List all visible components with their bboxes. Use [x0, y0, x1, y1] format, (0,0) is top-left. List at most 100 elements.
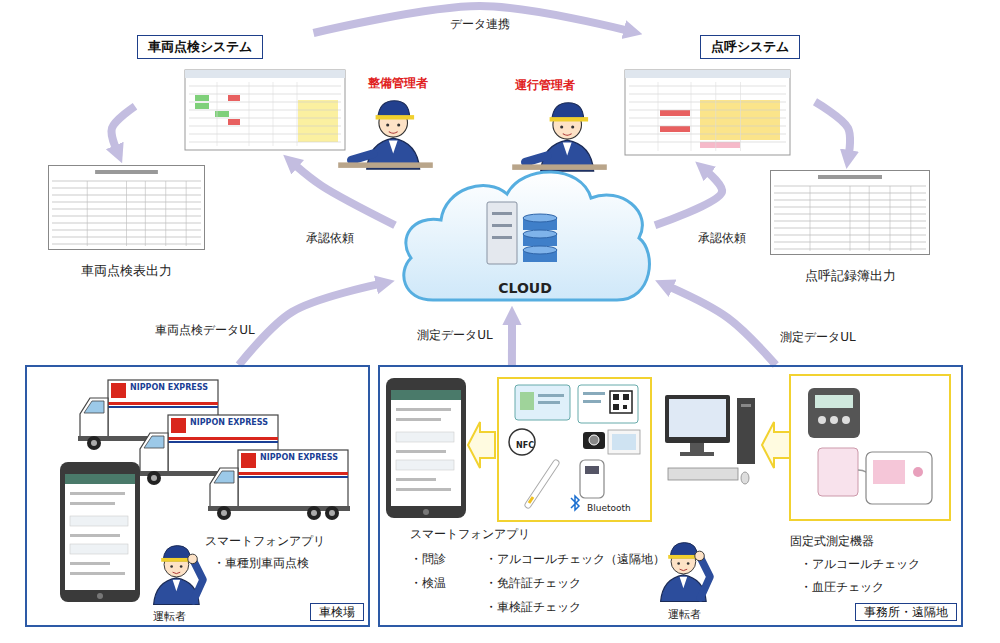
- device-icons: [509, 385, 640, 510]
- feature-item: ・検温: [410, 576, 446, 590]
- icon-label: NFC: [516, 441, 534, 451]
- yellow-arrow: [762, 422, 790, 468]
- feature-item: ・車種別車両点検: [213, 556, 309, 570]
- driver-figure: [661, 543, 710, 602]
- report-sheet: [810, 186, 811, 251]
- device-icons: [538, 401, 560, 404]
- cloud-shape: CLOUD: [395, 160, 655, 305]
- device-icons: [520, 392, 534, 410]
- smartphone: [386, 378, 466, 518]
- server-icon: [487, 202, 517, 264]
- screen-capture: [740, 82, 741, 151]
- screen-capture: [228, 95, 240, 101]
- report-document: 車両点検表出力: [48, 165, 205, 250]
- device-icons: [612, 434, 636, 450]
- measuring-devices: [808, 388, 860, 438]
- screen-capture: [249, 82, 250, 146]
- screen-capture: [625, 70, 790, 78]
- edge-label: 承認依頼: [695, 231, 749, 245]
- report-sheet: [850, 186, 851, 251]
- measuring-devices: [818, 416, 826, 424]
- screen-capture: [629, 118, 786, 119]
- computer: [690, 443, 704, 453]
- system-title: 車両点検システム: [137, 35, 263, 59]
- computer: [680, 452, 714, 456]
- device-box: [790, 375, 950, 520]
- flow-arrow: [655, 173, 722, 226]
- server-icon: [492, 236, 512, 239]
- report-sheet: [186, 181, 187, 246]
- screen-capture: [700, 142, 740, 148]
- person-label: 運転者: [668, 608, 701, 621]
- icon-label: Bluetooth: [587, 503, 631, 514]
- screen-capture: [629, 102, 786, 103]
- operation-manager: [512, 103, 607, 171]
- screen-capture: [195, 95, 209, 101]
- screen-capture: [629, 134, 786, 135]
- screen-capture: [629, 126, 786, 127]
- role-label: 運行管理者: [515, 78, 575, 92]
- feature-item: ・免許証チェック: [485, 576, 581, 590]
- screen-capture: [629, 142, 786, 143]
- driver-figure: [154, 546, 203, 605]
- edge-label: 承認依頼: [303, 231, 357, 245]
- truck-logo: NIPPON EXPRESS: [260, 453, 338, 463]
- measuring-devices: [913, 467, 923, 477]
- device-icons: [583, 432, 605, 449]
- report-sheet: [95, 170, 158, 174]
- edge-label: 車両点検データUL: [152, 323, 257, 337]
- feature-title: スマートフォンアプリ: [410, 527, 530, 541]
- screen-capture: [658, 82, 659, 151]
- screen-capture: [217, 82, 218, 146]
- device-icons: [623, 394, 629, 400]
- report-sheet: [48, 165, 205, 250]
- server-icon: [523, 230, 557, 238]
- report-sheet: [145, 181, 146, 246]
- device-icons: [580, 460, 604, 498]
- flow-arrow: [815, 102, 850, 152]
- screen-capture: [189, 134, 341, 135]
- computer: [741, 472, 749, 484]
- computer: [737, 398, 755, 464]
- report-sheet: [890, 186, 891, 251]
- device-icons: [529, 497, 533, 503]
- server-icon: [487, 202, 557, 264]
- system-panel: 点呼システム: [620, 33, 815, 158]
- edge-label: データ連携: [447, 17, 513, 31]
- screen-capture: [189, 118, 341, 119]
- server-icon: [492, 212, 512, 215]
- screen-capture: [629, 110, 786, 111]
- computer: [665, 395, 730, 443]
- device-icons: [528, 463, 556, 505]
- edge-label: 測定データUL: [414, 328, 495, 342]
- screen-capture: [629, 86, 786, 87]
- device-icons: [613, 394, 619, 400]
- screen-capture: [185, 70, 345, 78]
- device-icons: [589, 435, 599, 445]
- flow-arrow: [508, 323, 516, 365]
- panel-title: 事務所・遠隔地: [855, 603, 957, 621]
- measuring-devices: [873, 460, 905, 484]
- device-icons: [585, 466, 599, 474]
- report-sheet: [165, 181, 166, 246]
- report-sheet: [770, 170, 930, 255]
- feature-item: ・アルコールチェック（遠隔地）: [485, 552, 665, 566]
- screen-capture: [185, 70, 790, 155]
- computer: [741, 404, 751, 407]
- truck-group: [208, 450, 350, 520]
- computer: [669, 399, 726, 437]
- truck-logo: NIPPON EXPRESS: [190, 418, 268, 428]
- screen-capture: [228, 119, 240, 125]
- server-icon: [523, 214, 557, 222]
- report-sheet: [869, 186, 870, 251]
- flow-arrow: [314, 6, 626, 33]
- screen-capture: [273, 82, 274, 146]
- flow-arrow: [296, 166, 395, 225]
- screen-capture: [189, 86, 341, 87]
- measuring-devices: [866, 452, 932, 504]
- report-document: 点呼記録簿出力: [770, 170, 930, 255]
- yellow-arrow: [468, 422, 495, 468]
- feature-item: ・車検証チェック: [485, 600, 581, 614]
- system-panel: 車両点検システム: [135, 33, 345, 155]
